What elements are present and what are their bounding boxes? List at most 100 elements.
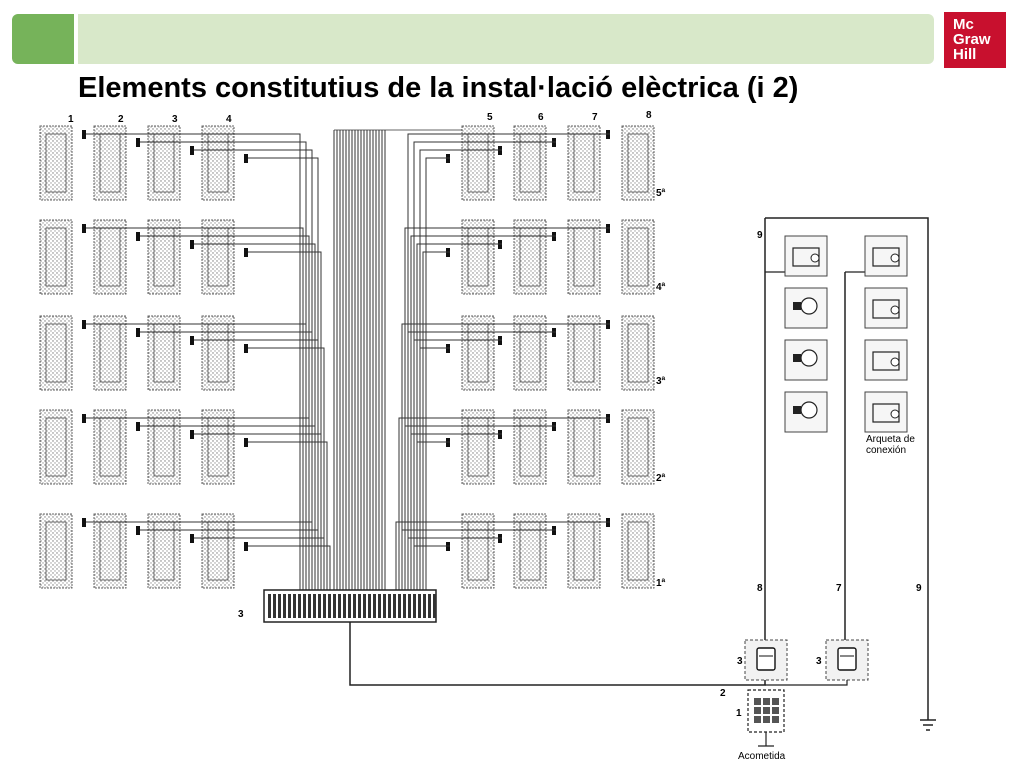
feeder-line — [248, 157, 319, 590]
service-box — [784, 391, 828, 433]
meter-slot — [333, 594, 336, 618]
apartment-unit — [621, 125, 655, 201]
floor-label: 1ª — [656, 578, 666, 589]
service-label: 3 — [816, 656, 822, 667]
column-label: 2 — [118, 114, 124, 125]
meter-slot — [418, 594, 421, 618]
mcgraw-hill-logo: Mc Graw Hill — [944, 12, 1006, 68]
meter-tick — [190, 240, 194, 249]
feeder-line — [248, 545, 331, 590]
apartment-unit — [567, 409, 601, 485]
apartment-unit — [201, 513, 235, 589]
feeder-line — [86, 133, 301, 590]
apartment-unit — [621, 219, 655, 295]
meter-slot — [318, 594, 321, 618]
floor-label: 3ª — [656, 376, 666, 387]
meter-icon — [837, 647, 857, 671]
lamp-icon — [800, 349, 818, 367]
apartment-unit — [147, 219, 181, 295]
meter-tick — [244, 248, 248, 257]
meter-tick — [136, 526, 140, 535]
meter-slot — [423, 594, 426, 618]
apartment-unit — [147, 513, 181, 589]
apartment-unit — [147, 409, 181, 485]
column-label: 1 — [68, 114, 74, 125]
feeder-line — [401, 323, 610, 590]
meter-slot — [398, 594, 401, 618]
apartment-unit — [147, 315, 181, 391]
apartment-unit — [147, 125, 181, 201]
service-box — [784, 339, 828, 381]
meter-slot — [378, 594, 381, 618]
meter-slot — [268, 594, 271, 618]
column-label: 8 — [646, 110, 652, 121]
feeder-line — [140, 331, 313, 590]
meter-tick — [136, 232, 140, 241]
service-box — [864, 235, 908, 277]
feeder-line — [401, 529, 556, 590]
header-bar — [12, 14, 934, 64]
feeder-line — [248, 251, 322, 590]
apartment-unit — [39, 315, 73, 391]
feeder-line — [248, 347, 325, 590]
meter-tick — [82, 518, 86, 527]
meter-tick — [82, 224, 86, 233]
apartment-unit — [201, 219, 235, 295]
feeder-line — [395, 521, 610, 590]
floor-label: 2ª — [656, 473, 666, 484]
apartment-unit — [201, 409, 235, 485]
apartment-unit — [513, 409, 547, 485]
meter-slot — [283, 594, 286, 618]
service-label: 7 — [836, 583, 842, 594]
meter-tick — [190, 336, 194, 345]
service-box — [784, 235, 828, 277]
meter-tick — [136, 422, 140, 431]
apartment-unit — [93, 513, 127, 589]
meter-tick — [244, 438, 248, 447]
meter-slot — [288, 594, 291, 618]
apartment-unit — [39, 409, 73, 485]
column-label: 5 — [487, 112, 493, 123]
apartment-unit — [461, 409, 495, 485]
main-feed-line — [349, 622, 766, 686]
feeder-line — [407, 537, 502, 590]
service-panel — [744, 217, 936, 747]
column-labels: 1 2 3 4 5 6 7 8 — [68, 110, 652, 125]
meter-tick — [244, 344, 248, 353]
logo-line-2: Graw — [953, 31, 991, 48]
apartment-unit — [513, 513, 547, 589]
box-caption-line-1: Arqueta de — [866, 434, 915, 445]
apartment-unit — [621, 315, 655, 391]
meter-slot — [353, 594, 356, 618]
apartment-unit — [513, 219, 547, 295]
service-label: 9 — [757, 230, 763, 241]
feeder-line — [425, 157, 450, 590]
floor-labels: 5ª 4ª 3ª 2ª 1ª — [656, 188, 666, 589]
acometida-box — [747, 689, 785, 747]
header-band — [78, 14, 934, 64]
meter-tick — [190, 534, 194, 543]
meter-slot — [298, 594, 301, 618]
apartment-unit — [201, 125, 235, 201]
service-box — [864, 391, 908, 433]
feeder-line — [419, 347, 450, 590]
meter-tick — [190, 430, 194, 439]
meter-slot — [348, 594, 351, 618]
meter-slot — [338, 594, 341, 618]
apartment-unit — [461, 513, 495, 589]
distribution-wires — [86, 129, 610, 590]
apartment-unit — [93, 315, 127, 391]
column-label: 4 — [226, 114, 232, 125]
meter-tick — [136, 138, 140, 147]
meter-tick — [244, 542, 248, 551]
meter-tick — [82, 414, 86, 423]
box-caption-line-2: conexión — [866, 445, 906, 456]
apartment-unit — [621, 409, 655, 485]
logo-line-1: Mc — [953, 16, 974, 33]
apartment-unit — [567, 125, 601, 201]
meter-slot — [433, 594, 436, 618]
meter-slot — [383, 594, 386, 618]
floor-label: 5ª — [656, 188, 666, 199]
apartment-unit — [567, 219, 601, 295]
